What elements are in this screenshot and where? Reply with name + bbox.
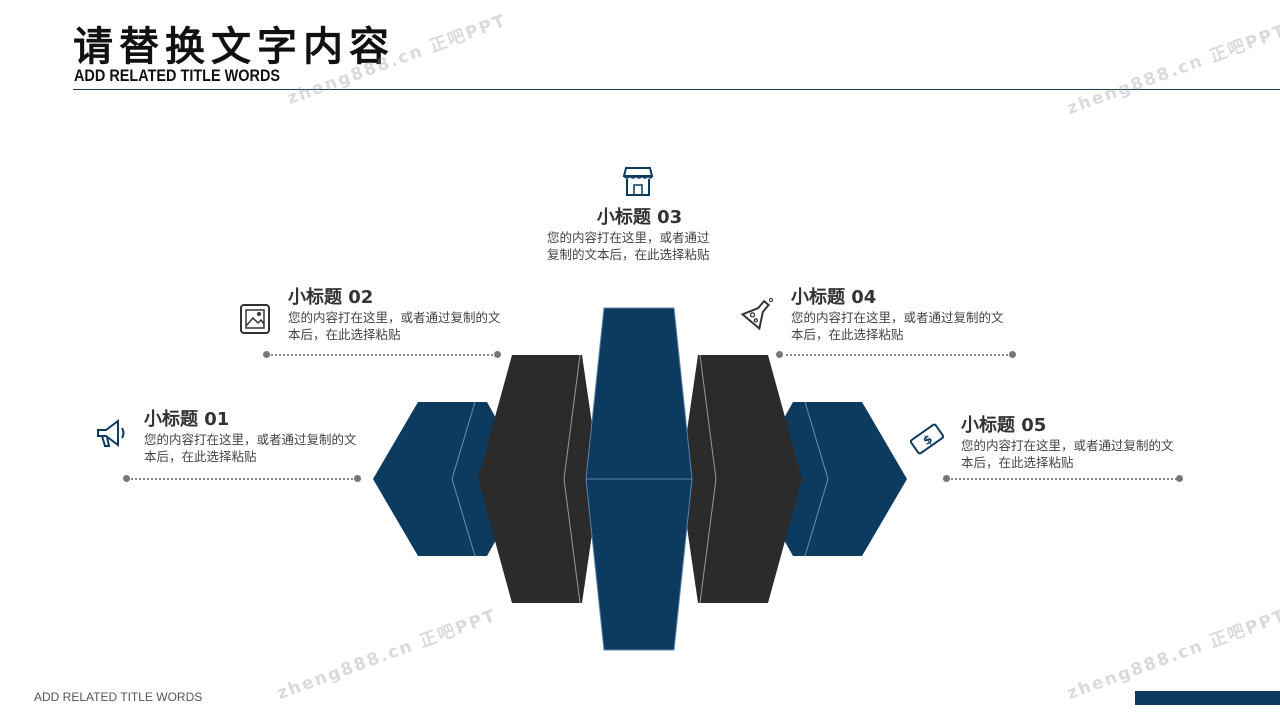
title-divider — [73, 89, 1280, 90]
dotted-connector — [781, 354, 1012, 356]
item-title: 小标题 03 — [596, 207, 683, 228]
page-subtitle: ADD RELATED TITLE WORDS — [74, 66, 281, 85]
footer-accent-bar — [1135, 691, 1280, 705]
image-icon — [240, 304, 270, 334]
item-text: 您的内容打在这里，或者通过复制的文本后，在此选择粘贴 — [547, 230, 710, 262]
item-title: 小标题 05 — [961, 415, 1047, 436]
fold-line — [804, 401, 829, 557]
dotted-connector — [268, 354, 497, 356]
item-01: 小标题 01 您的内容打在这里，或者通过复制的文本后，在此选择粘贴 — [144, 405, 364, 465]
connector-dot — [943, 475, 950, 482]
money-icon: $ — [910, 423, 944, 455]
fold-line — [699, 354, 717, 604]
flask-icon — [741, 298, 773, 330]
dark-hexagon-left — [478, 355, 600, 603]
item-text: 您的内容打在这里，或者通过复制的文本后，在此选择粘贴 — [961, 438, 1174, 470]
megaphone-icon — [97, 419, 125, 447]
dark-hexagon-right — [680, 355, 802, 603]
connector-dot — [263, 351, 270, 358]
page-title: 请替换文字内容 — [73, 24, 395, 70]
connector-dot — [1009, 351, 1016, 358]
dotted-connector — [128, 478, 356, 480]
item-text: 您的内容打在这里，或者通过复制的文本后，在此选择粘贴 — [288, 310, 501, 342]
shop-icon — [622, 167, 654, 196]
item-03: 小标题 03 您的内容打在这里，或者通过复制的文本后，在此选择粘贴 — [547, 203, 732, 263]
connector-dot — [1176, 475, 1183, 482]
item-title: 小标题 04 — [791, 287, 877, 308]
fold-line — [563, 354, 581, 604]
connector-dot — [494, 351, 501, 358]
item-04: 小标题 04 您的内容打在这里，或者通过复制的文本后，在此选择粘贴 — [791, 283, 1011, 343]
fold-line — [451, 401, 476, 557]
dotted-connector — [948, 478, 1180, 480]
item-05: 小标题 05 您的内容打在这里，或者通过复制的文本后，在此选择粘贴 — [961, 411, 1181, 471]
item-text: 您的内容打在这里，或者通过复制的文本后，在此选择粘贴 — [144, 432, 357, 464]
item-text: 您的内容打在这里，或者通过复制的文本后，在此选择粘贴 — [791, 310, 1004, 342]
item-title: 小标题 02 — [288, 287, 374, 308]
connector-dot — [776, 351, 783, 358]
item-02: 小标题 02 您的内容打在这里，或者通过复制的文本后，在此选择粘贴 — [288, 283, 508, 343]
connector-dot — [354, 475, 361, 482]
footer-text: ADD RELATED TITLE WORDS — [34, 690, 203, 704]
item-title: 小标题 01 — [144, 409, 230, 430]
connector-dot — [123, 475, 130, 482]
